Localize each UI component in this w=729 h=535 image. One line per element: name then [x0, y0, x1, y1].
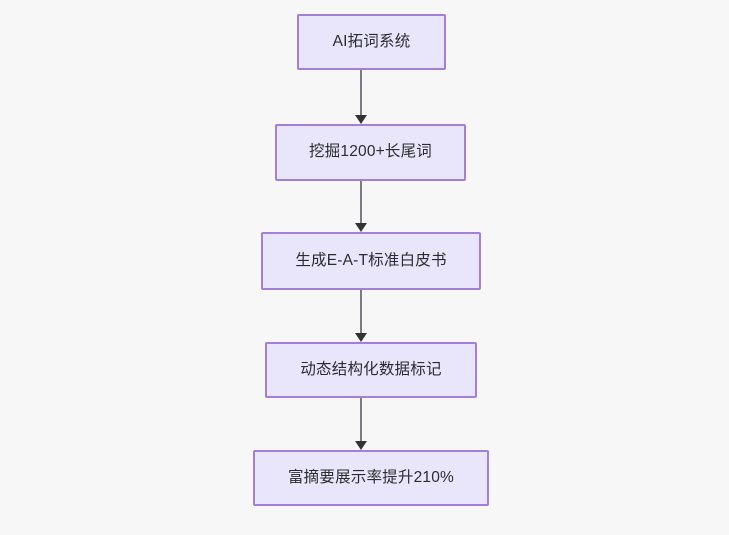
arrow-head-icon: [355, 223, 367, 232]
flow-edge-4-5: [351, 398, 371, 450]
flow-edge-1-2: [351, 70, 371, 124]
edge-line: [360, 398, 362, 442]
arrow-head-icon: [355, 441, 367, 450]
flow-node-rich-snippet-rate-increase[interactable]: 富摘要展示率提升210%: [253, 450, 489, 506]
flow-node-label: 挖掘1200+长尾词: [308, 143, 433, 161]
flow-node-label: AI拓词系统: [332, 32, 411, 50]
flow-node-mine-longtail-keywords[interactable]: 挖掘1200+长尾词: [275, 124, 466, 181]
edge-line: [360, 181, 362, 224]
edge-line: [360, 290, 362, 334]
flow-node-generate-eat-whitepaper[interactable]: 生成E-A-T标准白皮书: [261, 232, 481, 290]
flow-edge-2-3: [351, 181, 371, 232]
edge-line: [360, 70, 362, 116]
flow-node-label: 动态结构化数据标记: [300, 360, 442, 378]
flow-node-ai-keyword-system[interactable]: AI拓词系统: [297, 14, 446, 70]
flow-node-dynamic-structured-data-markup[interactable]: 动态结构化数据标记: [265, 342, 477, 398]
arrow-head-icon: [355, 333, 367, 342]
flow-edge-3-4: [351, 290, 371, 342]
flow-node-label: 生成E-A-T标准白皮书: [295, 251, 447, 269]
arrow-head-icon: [355, 115, 367, 124]
flow-node-label: 富摘要展示率提升210%: [287, 468, 455, 486]
